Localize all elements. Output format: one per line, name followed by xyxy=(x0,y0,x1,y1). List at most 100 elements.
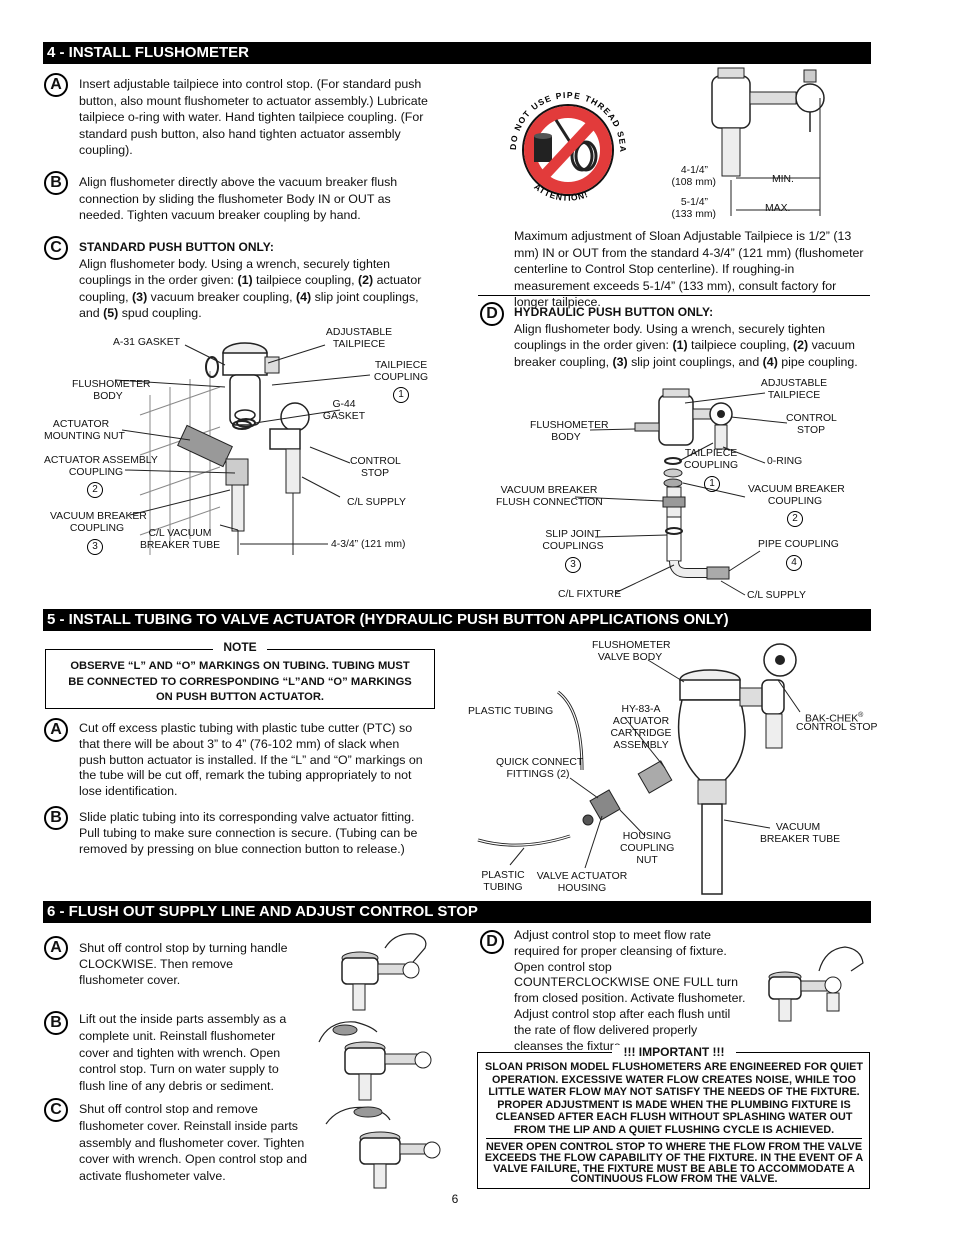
fig-d-vb-flush-2: FLUSH CONNECTION xyxy=(496,497,603,508)
s5-quick-connect-2: FITTINGS (2) xyxy=(506,769,570,780)
section-6-title: 6 - FLUSH OUT SUPPLY LINE AND ADJUST CON… xyxy=(47,903,478,920)
dim-max-inch: 5-1/4” xyxy=(680,197,708,208)
fig-d-cl-fixture: C/L FIXTURE xyxy=(558,589,622,600)
hydraulic-push-button-diagram xyxy=(574,388,788,596)
dim-max-label: MAX. xyxy=(765,203,791,214)
actuator-tubing-diagram xyxy=(477,643,801,895)
important-text-1: SLOAN PRISON MODEL FLUSHOMETERS ARE ENGI… xyxy=(485,1061,863,1136)
fig-c-num-2: 2 xyxy=(87,482,103,498)
dim-min-label: MIN. xyxy=(772,174,794,185)
dim-min-inch: 4-1/4” xyxy=(680,165,708,176)
fig-c-adjustable-2: TAILPIECE xyxy=(332,339,386,350)
fig-c-g44-1: G-44 xyxy=(332,399,356,410)
s5-quick-connect-1: QUICK CONNECT xyxy=(496,757,584,768)
fig-d-vb-flush-1: VACUUM BREAKER xyxy=(500,485,598,496)
fig-c-tailpiece-coupling-1: TAILPIECE xyxy=(374,360,428,371)
step-4a-marker: A xyxy=(44,73,68,97)
fig-d-control-stop-1: CONTROL xyxy=(786,413,837,424)
s5-plastic-tubing: PLASTIC TUBING xyxy=(468,706,554,717)
section-5-title: 5 - INSTALL TUBING TO VALVE ACTUATOR (HY… xyxy=(47,611,729,628)
step-5a-marker: A xyxy=(44,718,68,742)
fig-d-num-2: 2 xyxy=(787,511,803,527)
s5-bak-chek-1: BAK-CHEK® xyxy=(805,712,864,725)
fig-c-adjustable-1: ADJUSTABLE xyxy=(325,327,393,338)
fig-c-g44-2: GASKET xyxy=(322,411,366,422)
fig-d-pipe-coupling: PIPE COUPLING xyxy=(758,539,839,550)
step-4a-text: Insert adjustable tailpiece into control… xyxy=(79,77,428,157)
fig-d-tailpiece-coupling-2: COUPLING xyxy=(683,460,739,471)
section-4-header: 4 - INSTALL FLUSHOMETER xyxy=(43,42,871,64)
step-4c-marker: C xyxy=(44,236,68,260)
fig-c-tailpiece-coupling-2: COUPLING xyxy=(373,372,429,383)
fig-d-flushometer-body-1: FLUSHOMETER xyxy=(530,420,609,431)
fig-c-num-1: 1 xyxy=(393,387,409,403)
s5-valve-body-1: FLUSHOMETER xyxy=(592,640,671,651)
note-text: OBSERVE “L” AND “O” MARKINGS ON TUBING. … xyxy=(68,660,412,703)
fig-c-control-stop-1: CONTROL xyxy=(350,456,401,467)
fig-c-vacuum-breaker-1: VACUUM BREAKER xyxy=(50,511,147,522)
fig-c-actuator-nut-2: MOUNTING NUT xyxy=(44,431,125,442)
fig-d-flushometer-body-2: BODY xyxy=(551,432,581,443)
fig-d-vb-coupling-1: VACUUM BREAKER xyxy=(748,484,845,495)
tailpiece-adjustment-diagram xyxy=(711,67,825,216)
important-divider xyxy=(486,1138,862,1139)
note-title: NOTE xyxy=(213,640,267,654)
step-6d-text: Adjust control stop to meet flow rate re… xyxy=(514,928,746,1053)
s5-plastic-tubing-2a: PLASTIC xyxy=(481,870,525,881)
step-4c-text: STANDARD PUSH BUTTON ONLY: Align flushom… xyxy=(79,239,424,322)
fig-d-cl-supply: C/L SUPPLY xyxy=(747,590,806,601)
fig-d-num-3: 3 xyxy=(565,557,581,573)
fig-c-flushometer-body-1: FLUSHOMETER xyxy=(72,379,151,390)
s5-vacuum-tube-1: VACUUM xyxy=(775,822,821,833)
step-6b-text: Lift out the inside parts assembly as a … xyxy=(79,1012,287,1094)
important-title: !!! IMPORTANT !!! xyxy=(612,1045,736,1059)
section-4-title: 4 - INSTALL FLUSHOMETER xyxy=(47,44,249,61)
dim-min-mm: (108 mm) xyxy=(671,177,716,188)
s5-housing-nut-2: COUPLING xyxy=(620,843,675,854)
step-6a-marker: A xyxy=(44,936,68,960)
fig-d-slip-joint-2: COUPLINGS xyxy=(542,541,604,552)
section-5-header: 5 - INSTALL TUBING TO VALVE ACTUATOR (HY… xyxy=(43,609,871,631)
step-5b-text: Slide platic tubing into its correspondi… xyxy=(79,810,418,856)
fig-d-adjustable-2: TAILPIECE xyxy=(767,390,821,401)
step-4d-marker: D xyxy=(480,302,504,326)
fig-c-vacuum-tube-1: C/L VACUUM xyxy=(148,528,212,539)
fig-c-control-stop-2: STOP xyxy=(360,468,390,479)
step-4b-text: Align flushometer directly above the vac… xyxy=(79,175,398,222)
step-6c-marker: C xyxy=(44,1098,68,1122)
fig-c-a31-gasket: A-31 GASKET xyxy=(113,337,180,348)
step-6a-text: Shut off control stop by turning handle … xyxy=(79,941,288,987)
fig-d-num-4: 4 xyxy=(786,555,802,571)
page-number: 6 xyxy=(451,1192,459,1206)
fig-d-adjustable-1: ADJUSTABLE xyxy=(760,378,828,389)
step-6d-marker: D xyxy=(480,930,504,954)
flushometer-figure-b xyxy=(318,1021,432,1101)
s5-housing-nut-1: HOUSING xyxy=(622,831,672,842)
flushometer-figure-a xyxy=(341,933,427,1011)
fig-d-vb-coupling-2: COUPLING xyxy=(767,496,823,507)
fig-d-oring: 0-RING xyxy=(767,456,803,467)
fig-d-slip-joint-1: SLIP JOINT xyxy=(545,529,601,540)
fig-d-control-stop-2: STOP xyxy=(796,425,826,436)
s5-actuator-housing-1: VALVE ACTUATOR xyxy=(536,871,628,882)
step-5a-text: Cut off excess plastic tubing with plast… xyxy=(79,721,423,799)
s5-housing-nut-3: NUT xyxy=(636,855,658,866)
adjustment-text: Maximum adjustment of Sloan Adjustable T… xyxy=(514,229,864,309)
fig-c-actuator-assembly-1: ACTUATOR ASSEMBLY xyxy=(44,455,158,466)
standard-push-button-diagram xyxy=(114,342,371,555)
fig-c-vacuum-breaker-2: COUPLING xyxy=(69,523,125,534)
step-4b-marker: B xyxy=(44,171,68,195)
s5-valve-body-2: VALVE BODY xyxy=(597,652,663,663)
step-5b-marker: B xyxy=(44,806,68,830)
fig-c-cl-supply: C/L SUPPLY xyxy=(347,497,406,508)
step-4d-text: HYDRAULIC PUSH BUTTON ONLY: Align flusho… xyxy=(514,304,870,370)
s5-actuator-housing-2: HOUSING xyxy=(557,883,607,894)
fig-c-actuator-nut-1: ACTUATOR xyxy=(52,419,110,430)
no-pipe-sealant-sign: DO NOT USE PIPE THREAD SEALANT ATTENTION… xyxy=(494,62,626,203)
fig-d-num-1: 1 xyxy=(704,476,720,492)
divider xyxy=(478,295,870,296)
flushometer-figure-d xyxy=(768,946,864,1022)
fig-c-actuator-assembly-2: COUPLING xyxy=(68,467,124,478)
fig-d-tailpiece-coupling-1: TAILPIECE xyxy=(684,448,738,459)
step-6b-marker: B xyxy=(44,1011,68,1035)
